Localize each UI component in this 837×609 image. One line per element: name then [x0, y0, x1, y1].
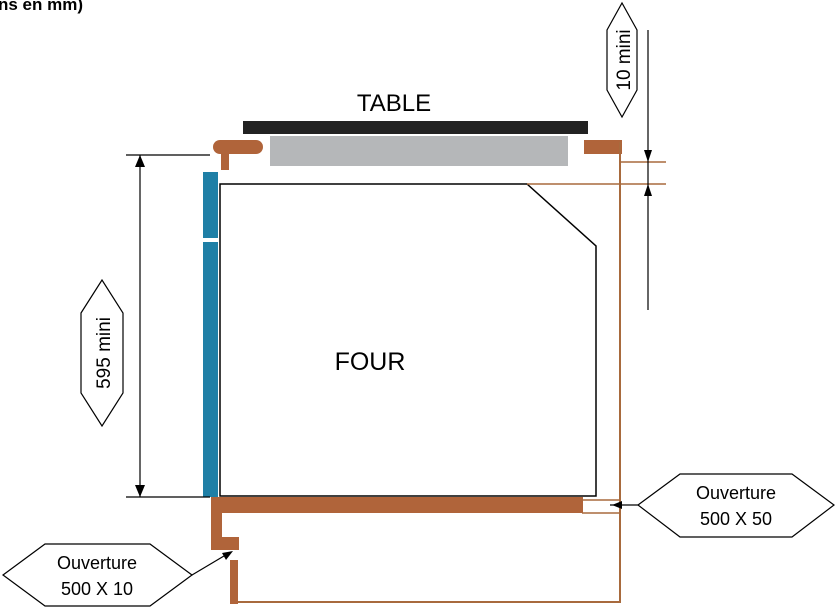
- height-arrow-bottom: [135, 485, 145, 497]
- cabinet-top-rail-right: [584, 140, 622, 154]
- cabinet-left-post: [221, 154, 229, 170]
- plinth-post: [230, 560, 238, 604]
- header-units-text: ns en mm): [0, 0, 83, 14]
- opening-top-callout-line2: 500 X 50: [700, 509, 772, 529]
- opening-bottom-leader: [191, 552, 230, 576]
- opening-top-callout-badge: [636, 473, 836, 538]
- shelf-front-post: [211, 497, 222, 550]
- oven-label: FOUR: [335, 348, 406, 376]
- gap-label: 10 mini: [614, 29, 635, 90]
- opening-bottom-leader-arrow: [222, 551, 233, 560]
- oven-body-outline: [219, 183, 597, 497]
- opening-top-callout-line1: Ouverture: [696, 483, 776, 503]
- height-arrow-top: [135, 155, 145, 167]
- worktop-slab: [243, 121, 588, 134]
- height-label: 595 mini: [94, 317, 115, 389]
- hob-block: [270, 136, 568, 166]
- gap-label-badge: [606, 1, 638, 119]
- cabinet-top-rail-left: [213, 140, 263, 154]
- opening-bottom-callout-line1: Ouverture: [57, 553, 137, 573]
- opening-bottom-callout-line2: 500 X 10: [61, 579, 133, 599]
- oven-door-upper: [203, 172, 218, 238]
- gap-arrow-down: [644, 150, 652, 162]
- table-label: TABLE: [357, 90, 431, 117]
- oven-door-lower: [203, 242, 218, 497]
- opening-top-leader-arrow: [612, 501, 622, 509]
- gap-arrow-up: [644, 184, 652, 196]
- shelf-front-tab: [211, 537, 239, 550]
- height-label-badge: [80, 278, 124, 428]
- oven-support-shelf: [211, 497, 583, 513]
